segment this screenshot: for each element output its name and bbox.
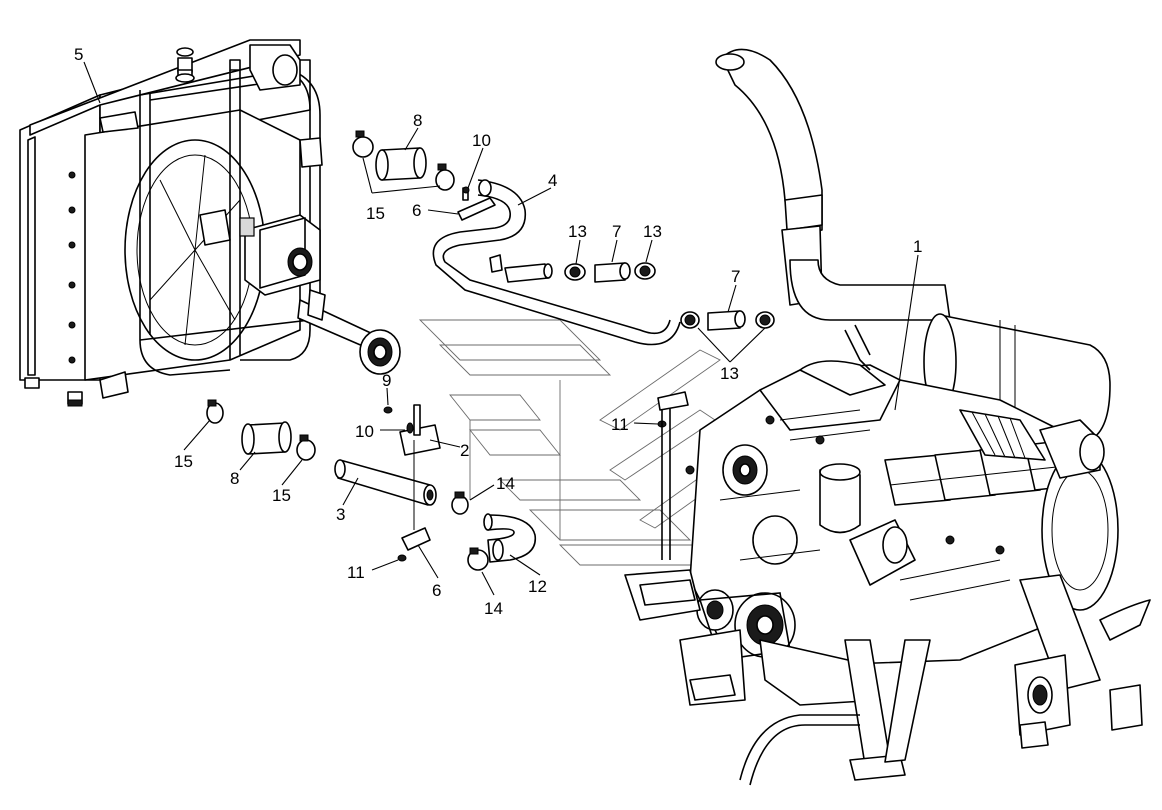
callout-13: 13 [568,222,587,241]
callout-13: 13 [720,364,739,383]
callout-6: 6 [412,201,421,220]
lower-hose-line [206,399,667,571]
callout-9: 9 [382,371,391,390]
radiator-assembly [19,39,401,407]
callout-4: 4 [548,171,557,190]
callout-13: 13 [643,222,662,241]
callout-15: 15 [366,204,385,223]
callout-3: 3 [336,505,345,524]
engine-assembly [624,48,1151,786]
callout-2: 2 [460,441,469,460]
upper-clamp-group [564,262,775,331]
callout-7: 7 [731,267,740,286]
callout-11: 11 [347,563,365,582]
callout-15: 15 [174,452,193,471]
upper-hose-line [352,130,681,346]
callout-7: 7 [612,222,621,241]
callout-8: 8 [413,111,422,130]
callout-12: 12 [528,577,547,596]
callout-1: 1 [913,237,922,256]
callout-10: 10 [355,422,374,441]
callout-14: 14 [484,599,503,618]
callout-5: 5 [74,45,83,64]
callout-10: 10 [472,131,491,150]
callout-14: 14 [496,474,515,493]
callout-6: 6 [432,581,441,600]
callout-11: 11 [611,415,629,434]
callout-8: 8 [230,469,239,488]
callout-labels: 5 8 10 4 15 6 13 7 13 1 7 13 9 10 11 2 1… [74,45,922,618]
callout-15: 15 [272,486,291,505]
leader-lines [83,61,919,596]
